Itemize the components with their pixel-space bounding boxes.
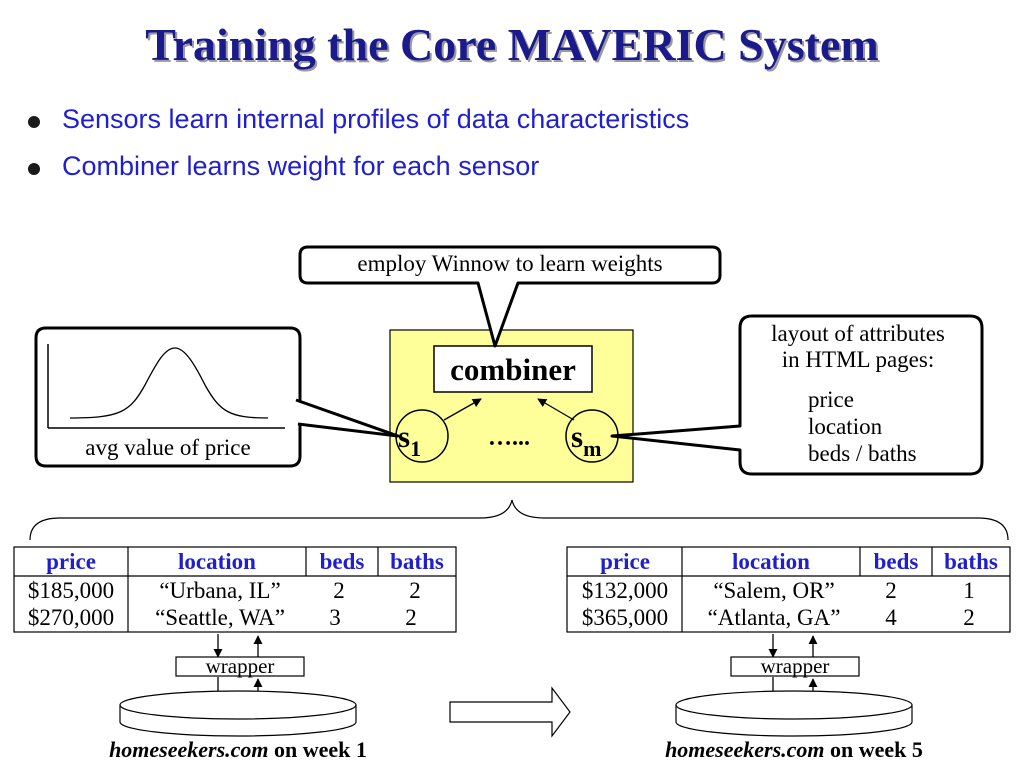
left-callout-text: avg value of price xyxy=(85,435,250,460)
sensors-ellipsis: …... xyxy=(488,425,530,451)
table-header-cell: beds xyxy=(874,549,919,574)
table-cell: 1 xyxy=(963,578,975,603)
caption-week-1: homeseekers.com on week 1 xyxy=(109,737,367,762)
table-header-cell: beds xyxy=(320,549,365,574)
bullet-dot-icon xyxy=(28,163,40,175)
table-cell: 2 xyxy=(963,605,975,630)
table-cell: 3 xyxy=(329,605,341,630)
table-cell: “Seattle, WA” xyxy=(155,605,285,630)
table-cell: “Atlanta, GA” xyxy=(708,605,841,630)
right-callout-line1: layout of attributes xyxy=(771,321,945,346)
table-cell: $132,000 xyxy=(582,578,668,603)
combiner-label: combiner xyxy=(450,352,576,387)
table-header-cell: price xyxy=(46,549,96,574)
table-cell: 2 xyxy=(885,578,897,603)
right-callout-item: beds / baths xyxy=(808,441,917,466)
wrapper-stack-left: wrapper xyxy=(119,634,357,737)
table-header-cell: location xyxy=(732,549,810,574)
right-callout-item: location xyxy=(808,414,883,439)
wrapper-label: wrapper xyxy=(761,654,830,678)
sensor-1-arrow xyxy=(443,398,482,421)
top-callout xyxy=(298,245,722,348)
right-callout xyxy=(610,314,984,476)
bullet-text: Combiner learns weight for each sensor xyxy=(62,151,540,181)
table-cell: “Urbana, IL” xyxy=(159,578,280,603)
table-cell: 4 xyxy=(885,605,897,630)
wrapper-stack-right: wrapper xyxy=(675,634,913,737)
table-cell: 2 xyxy=(409,578,421,603)
right-callout-item: price xyxy=(808,387,854,412)
sensor-m-arrow xyxy=(537,398,575,421)
profile-curve xyxy=(69,347,269,419)
table-cell: “Salem, OR” xyxy=(713,578,834,603)
table-cell: $270,000 xyxy=(28,605,114,630)
table-header-cell: location xyxy=(178,549,256,574)
right-arrow-icon xyxy=(449,686,571,738)
table-header-cell: baths xyxy=(390,549,444,574)
sensor-1-label: s1 xyxy=(398,419,421,461)
top-callout-text: employ Winnow to learn weights xyxy=(357,251,662,276)
left-callout-pointer xyxy=(295,398,400,438)
table-header-cell: baths xyxy=(944,549,998,574)
left-callout xyxy=(34,326,302,468)
bullet-item: Combiner learns weight for each sensor xyxy=(28,151,539,182)
table-cell: $365,000 xyxy=(582,605,668,630)
table-cell: 2 xyxy=(405,605,417,630)
table-cell: 2 xyxy=(333,578,345,603)
bullet-item: Sensors learn internal profiles of data … xyxy=(28,104,689,135)
table-cell: $185,000 xyxy=(28,578,114,603)
caption-week-5: homeseekers.com on week 5 xyxy=(665,737,923,762)
bullet-text: Sensors learn internal profiles of data … xyxy=(62,104,690,134)
wrapper-label: wrapper xyxy=(206,654,275,678)
table-left: price location beds baths $185,000 “Urba… xyxy=(13,546,457,633)
wrapper-box xyxy=(730,656,860,677)
bullet-dot-icon xyxy=(28,116,40,128)
training-data-brace xyxy=(29,499,1009,541)
wrapper-box xyxy=(175,656,305,677)
table-header-cell: price xyxy=(600,549,650,574)
right-callout-line2: in HTML pages: xyxy=(782,347,934,372)
sensor-m-label: sm xyxy=(571,419,601,461)
slide-title: Training the Core MAVERIC System xyxy=(145,19,879,70)
combiner-box xyxy=(433,345,593,393)
table-right: price location beds baths $132,000 “Sale… xyxy=(566,546,1011,633)
